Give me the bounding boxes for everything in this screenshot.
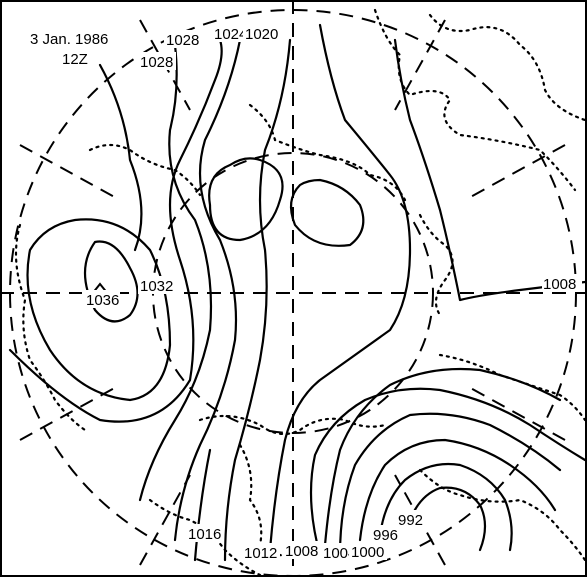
label-1036: 1036: [86, 292, 119, 309]
isobar-1032-high: [26, 218, 172, 402]
isobar-1000: [358, 438, 557, 542]
isobar-1028-west: [98, 63, 143, 252]
isobar-992: [408, 486, 487, 552]
isobar-1032-outer: [8, 38, 223, 423]
isobar-1012: [323, 367, 562, 547]
isobar-1008-east: [393, 38, 587, 302]
isobar-1020-cell: [289, 178, 365, 247]
isobar-1008: [309, 387, 587, 557]
coastline-southwest: [148, 498, 262, 577]
map-date: 3 Jan. 1986: [30, 31, 108, 48]
isobar-1028: [138, 43, 213, 502]
meridian-diag-2: [394, 19, 446, 111]
label-1016: 1016: [188, 526, 221, 543]
isobar-1020: [223, 38, 292, 562]
meridian-diag-3: [19, 144, 121, 201]
label-1028-top: 1028: [166, 32, 199, 49]
label-992: 992: [398, 512, 423, 529]
coastline-north: [428, 13, 587, 122]
coastline-southeast: [438, 353, 587, 422]
coastline-east-inlet: [418, 213, 454, 317]
coastline-south: [198, 414, 387, 436]
isobar-1020-east: [268, 23, 412, 552]
isobar-1036: [84, 240, 139, 323]
isobar-1004: [338, 412, 562, 557]
isobar-1016: [193, 448, 212, 562]
coastline-west-edge: [14, 223, 87, 432]
isobar-labels: 1028 1028 1024 1020 1036 1032 1008 1016 …: [82, 24, 582, 562]
isobar-1024: [173, 38, 242, 542]
label-1028: 1028: [140, 54, 173, 71]
coastline-northeast: [373, 8, 577, 192]
coastline-central: [248, 103, 407, 202]
title-block: 3 Jan. 1986 12Z: [30, 31, 108, 68]
label-1020: 1020: [245, 26, 278, 43]
map-time: 12Z: [62, 51, 88, 68]
label-1004: 1004: [323, 545, 356, 562]
isobar-996: [378, 462, 513, 552]
meridian-diag-4: [464, 144, 566, 201]
label-1012: 1012: [244, 545, 277, 562]
coastline-west: [88, 143, 202, 197]
label-996: 996: [373, 527, 398, 544]
meridian-diag-5: [19, 384, 121, 441]
label-1008: 1008: [285, 543, 318, 560]
coastline-southeast-land: [418, 468, 587, 562]
label-1024: 1024: [214, 26, 247, 43]
isobars: [8, 23, 587, 562]
isobar-1020-ridge: [208, 157, 284, 242]
label-1032: 1032: [140, 278, 173, 295]
label-1000: 1000: [351, 544, 384, 561]
label-1008-east: 1008: [543, 276, 576, 293]
meridian-diag-6: [464, 384, 566, 441]
meridian-diag-7: [139, 474, 191, 566]
